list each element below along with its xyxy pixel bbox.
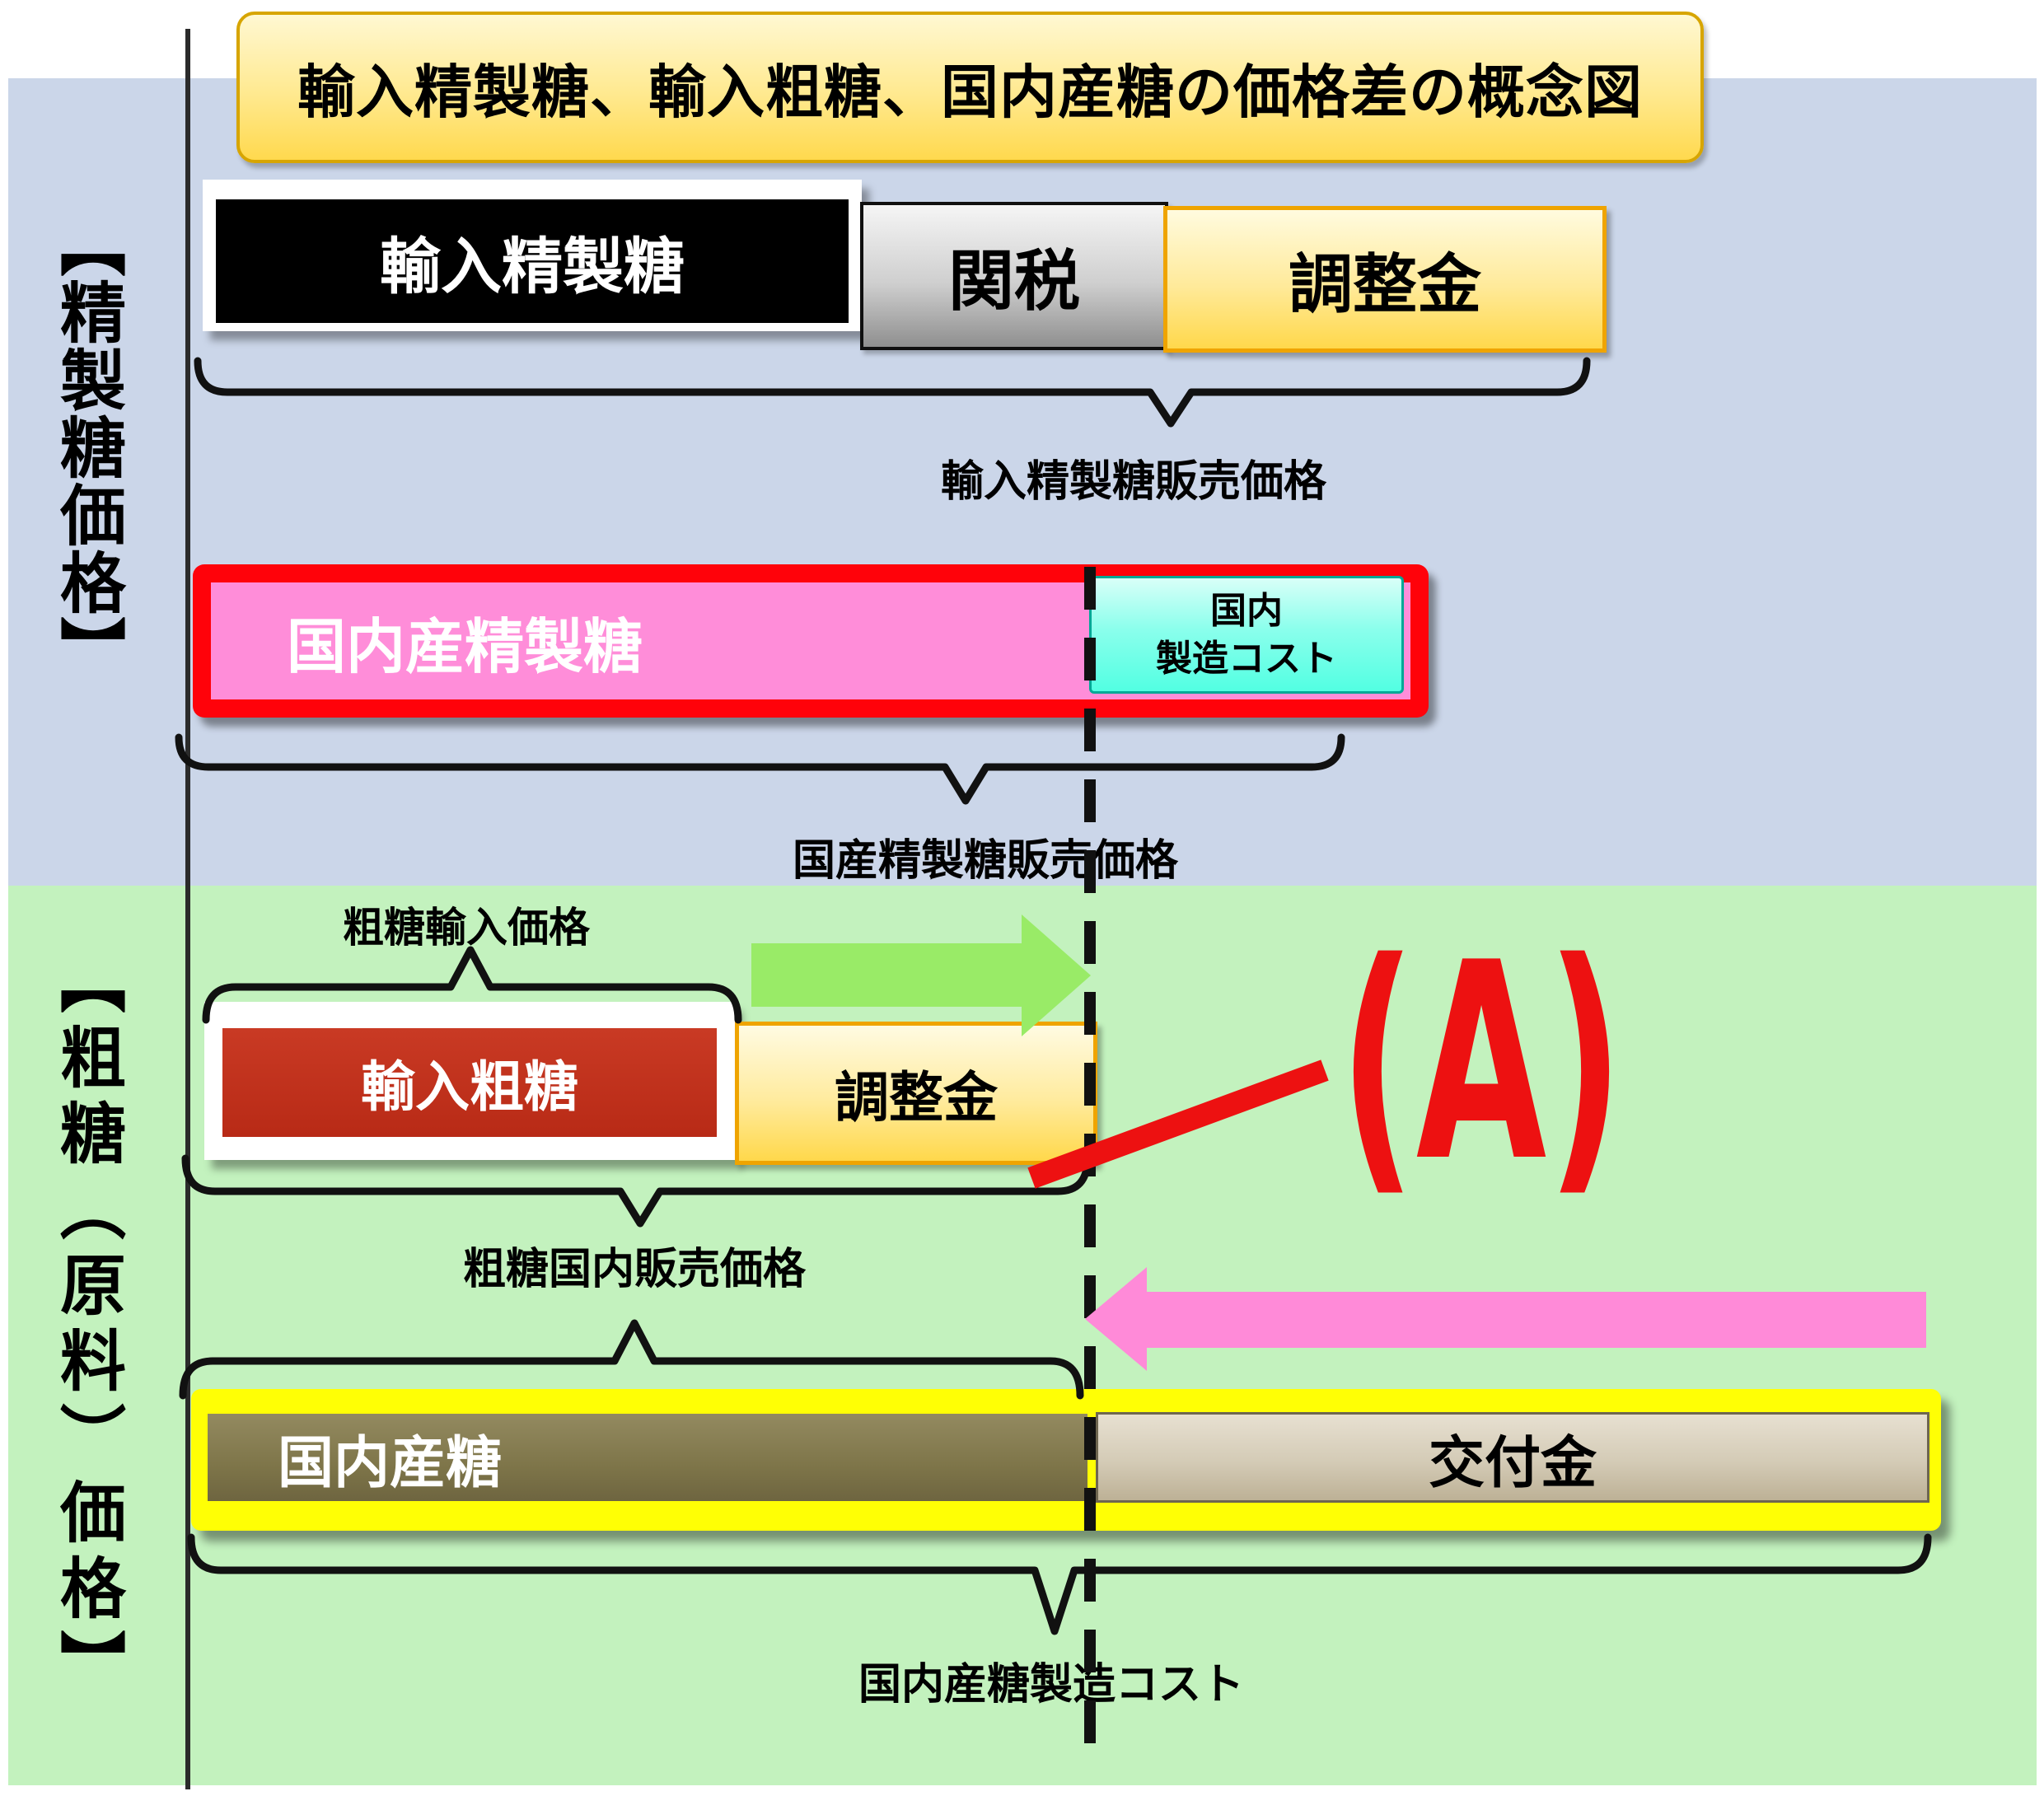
domestic-raw-sugar-segment: 国内産糖 [208, 1414, 1087, 1501]
domestic-manufacturing-cost-box: 国内 製造コスト [1089, 576, 1404, 694]
adjustment-segment-refined: 調整金 [1163, 206, 1607, 353]
adjustment-segment-raw: 調整金 [735, 1022, 1097, 1165]
tariff-label: 関税 [948, 243, 1080, 320]
raw-sugar-domestic-price-label: 粗糖国内販売価格 [462, 1245, 806, 1294]
diagram-title: 輸入精製糖、輸入粗糖、国内産糖の価格差の概念図 [297, 58, 1643, 126]
domestic-cost-line2: 製造コスト [1156, 637, 1337, 680]
imported-raw-sugar-bar: 輸入粗糖 [204, 1002, 735, 1160]
domestic-raw-sugar-label: 国内産糖 [278, 1430, 503, 1496]
domestic-cost-line1: 国内 [1210, 590, 1283, 633]
grant-segment: 交付金 [1096, 1412, 1929, 1503]
grant-label: 交付金 [1428, 1430, 1597, 1496]
imported-raw-sugar-segment: 輸入粗糖 [222, 1028, 717, 1137]
imported-refined-sugar-label: 輸入精製糖 [380, 231, 685, 302]
tariff-segment: 関税 [860, 202, 1168, 350]
domestic-refined-price-label: 国産精製糖販売価格 [792, 836, 1178, 886]
annotation-a-label: (A) [1339, 905, 1624, 1221]
adjustment-label-refined: 調整金 [1288, 248, 1481, 322]
imported-refined-sugar-segment: 輸入精製糖 [216, 199, 849, 323]
domestic-refined-sugar-label: 国内産精製糖 [287, 611, 643, 681]
adjustment-label-raw: 調整金 [835, 1066, 998, 1130]
imported-refined-sugar-bar: 輸入精製糖 [203, 180, 862, 331]
domestic-raw-cost-label: 国内産糖製造コスト [858, 1660, 1244, 1709]
raw-sugar-import-price-label: 粗糖輸入価格 [343, 904, 590, 952]
diagram-title-box: 輸入精製糖、輸入粗糖、国内産糖の価格差の概念図 [236, 12, 1704, 163]
imported-refined-price-label: 輸入精製糖販売価格 [940, 457, 1326, 507]
imported-raw-sugar-label: 輸入粗糖 [361, 1055, 578, 1119]
refined-section-side-label: 【精製糖価格】 [49, 211, 126, 684]
raw-section-side-label: 【粗糖（原料）価格】 [49, 947, 126, 1705]
